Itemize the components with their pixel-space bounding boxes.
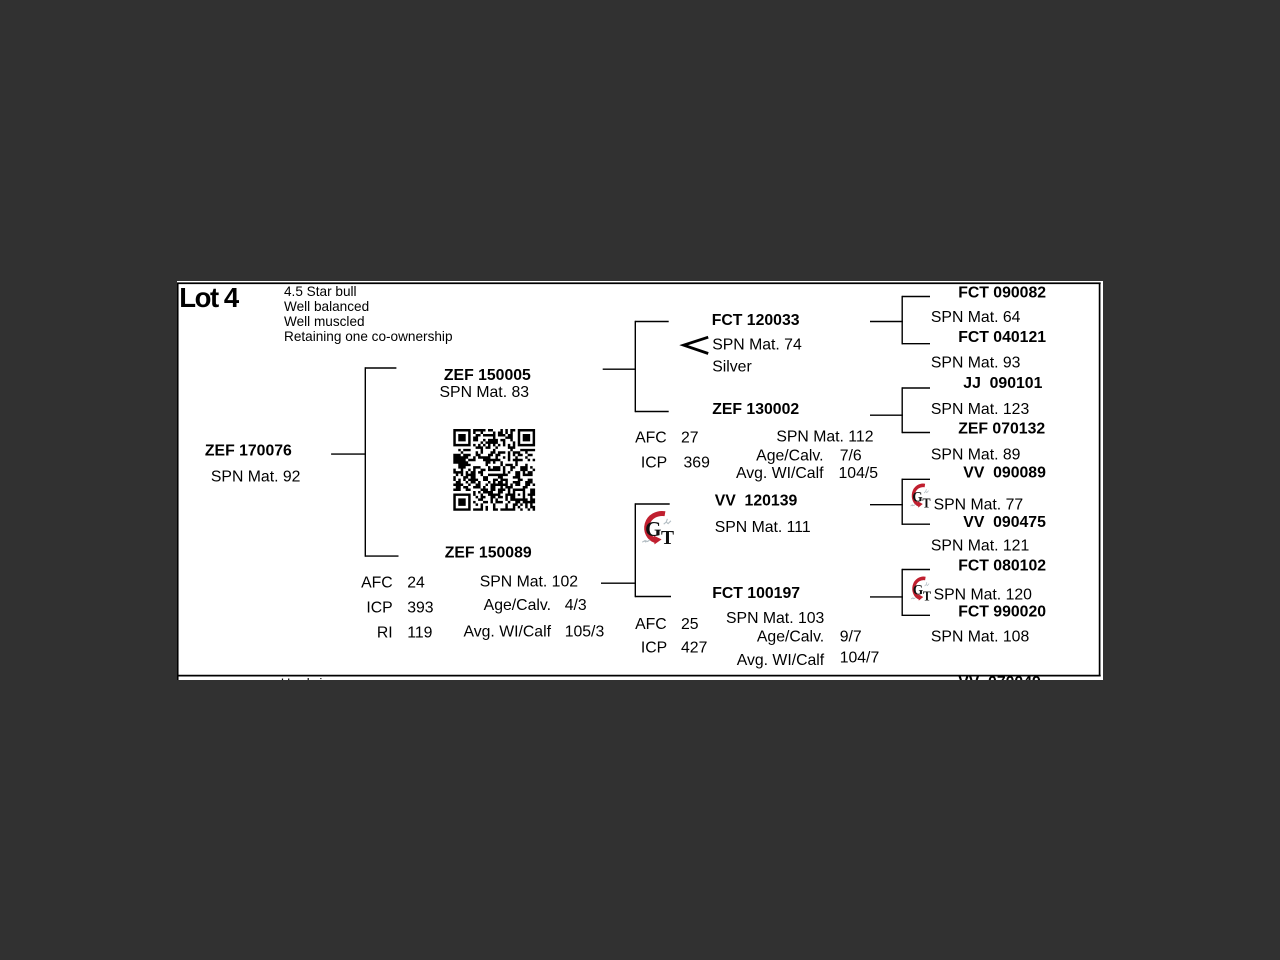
svg-text:Avg. WI/Calf: Avg. WI/Calf [464,624,552,641]
svg-text:427: 427 [681,640,707,657]
svg-text:SPN Mat. 123: SPN Mat. 123 [931,401,1030,418]
svg-text:AFC: AFC [635,430,667,447]
svg-text:105/3: 105/3 [565,624,605,641]
svg-text:104/5: 104/5 [839,465,879,482]
svg-text:SPN Mat. 102: SPN Mat. 102 [480,574,578,591]
svg-text:Avg. WI/Calf: Avg. WI/Calf [736,465,824,482]
svg-text:SPN Mat. 103: SPN Mat. 103 [726,610,825,627]
svg-text:SPN Mat. 89: SPN Mat. 89 [931,447,1021,464]
svg-text:9/7: 9/7 [840,629,862,646]
svg-text:24: 24 [407,575,425,592]
svg-text:25: 25 [681,616,699,633]
svg-text:VV 070049: VV 070049 [958,674,1041,680]
svg-text:VV 090089: VV 090089 [963,465,1046,482]
svg-text:SPN Mat. 83: SPN Mat. 83 [440,384,530,401]
svg-text:SPN Mat. 111: SPN Mat. 111 [715,519,811,536]
svg-text:SPN Mat. 121: SPN Mat. 121 [931,538,1030,555]
svg-text:7/6: 7/6 [840,448,862,465]
svg-text:SPN Mat. 64: SPN Mat. 64 [931,309,1021,326]
svg-text:ZEF 150005: ZEF 150005 [444,367,531,384]
svg-text:4/3: 4/3 [565,597,587,614]
svg-text:SPN Mat. 108: SPN Mat. 108 [931,628,1030,645]
svg-text:104/7: 104/7 [840,650,880,667]
svg-text:27: 27 [681,430,699,447]
svg-text:ICP: ICP [366,600,392,617]
svg-text:SPN Mat. 93: SPN Mat. 93 [931,355,1021,372]
svg-text:RI: RI [377,625,393,642]
svg-text:SPN Mat. 112: SPN Mat. 112 [776,429,873,446]
svg-text:Herdwise: Herdwise [281,676,337,680]
svg-text:Lot 4: Lot 4 [179,282,240,313]
svg-text:4.5 Star bull: 4.5 Star bull [284,284,357,299]
svg-text:FCT 080102: FCT 080102 [958,557,1046,574]
svg-text:ZEF 170076: ZEF 170076 [205,443,292,460]
svg-text:Silver: Silver [712,359,752,376]
svg-text:SPN Mat. 92: SPN Mat. 92 [211,469,301,486]
svg-text:AFC: AFC [635,616,667,633]
svg-text:FCT 100197: FCT 100197 [712,585,800,602]
svg-text:JJ 090101: JJ 090101 [963,375,1042,392]
svg-text:Retaining one co-ownership: Retaining one co-ownership [284,329,453,344]
svg-text:VV 090475: VV 090475 [963,514,1046,531]
svg-text:369: 369 [684,455,711,472]
svg-text:393: 393 [407,600,434,617]
svg-text:Age/Calv.: Age/Calv. [756,448,823,465]
svg-text:ZEF 130002: ZEF 130002 [712,401,799,418]
svg-text:ICP: ICP [641,640,667,657]
svg-text:VV 120139: VV 120139 [715,493,798,510]
svg-text:AFC: AFC [361,575,393,592]
svg-text:SPN Mat. 77: SPN Mat. 77 [934,497,1024,514]
svg-text:Age/Calv.: Age/Calv. [757,629,824,646]
svg-text:FCT 040121: FCT 040121 [958,329,1046,346]
svg-text:119: 119 [407,625,432,642]
svg-text:FCT 120033: FCT 120033 [712,312,800,329]
svg-text:ZEF 070132: ZEF 070132 [958,420,1045,437]
svg-text:Well muscled: Well muscled [284,314,365,329]
svg-text:ZEF 150089: ZEF 150089 [445,545,532,562]
svg-text:Age/Calv.: Age/Calv. [484,597,551,614]
svg-text:SPN Mat. 120: SPN Mat. 120 [934,587,1033,604]
svg-text:ICP: ICP [641,455,667,472]
svg-text:FCT 090082: FCT 090082 [958,284,1046,301]
svg-text:Avg. WI/Calf: Avg. WI/Calf [737,652,825,669]
svg-text:Well balanced: Well balanced [284,299,369,314]
svg-text:FCT 990020: FCT 990020 [958,604,1046,621]
svg-text:SPN Mat. 74: SPN Mat. 74 [712,337,802,354]
